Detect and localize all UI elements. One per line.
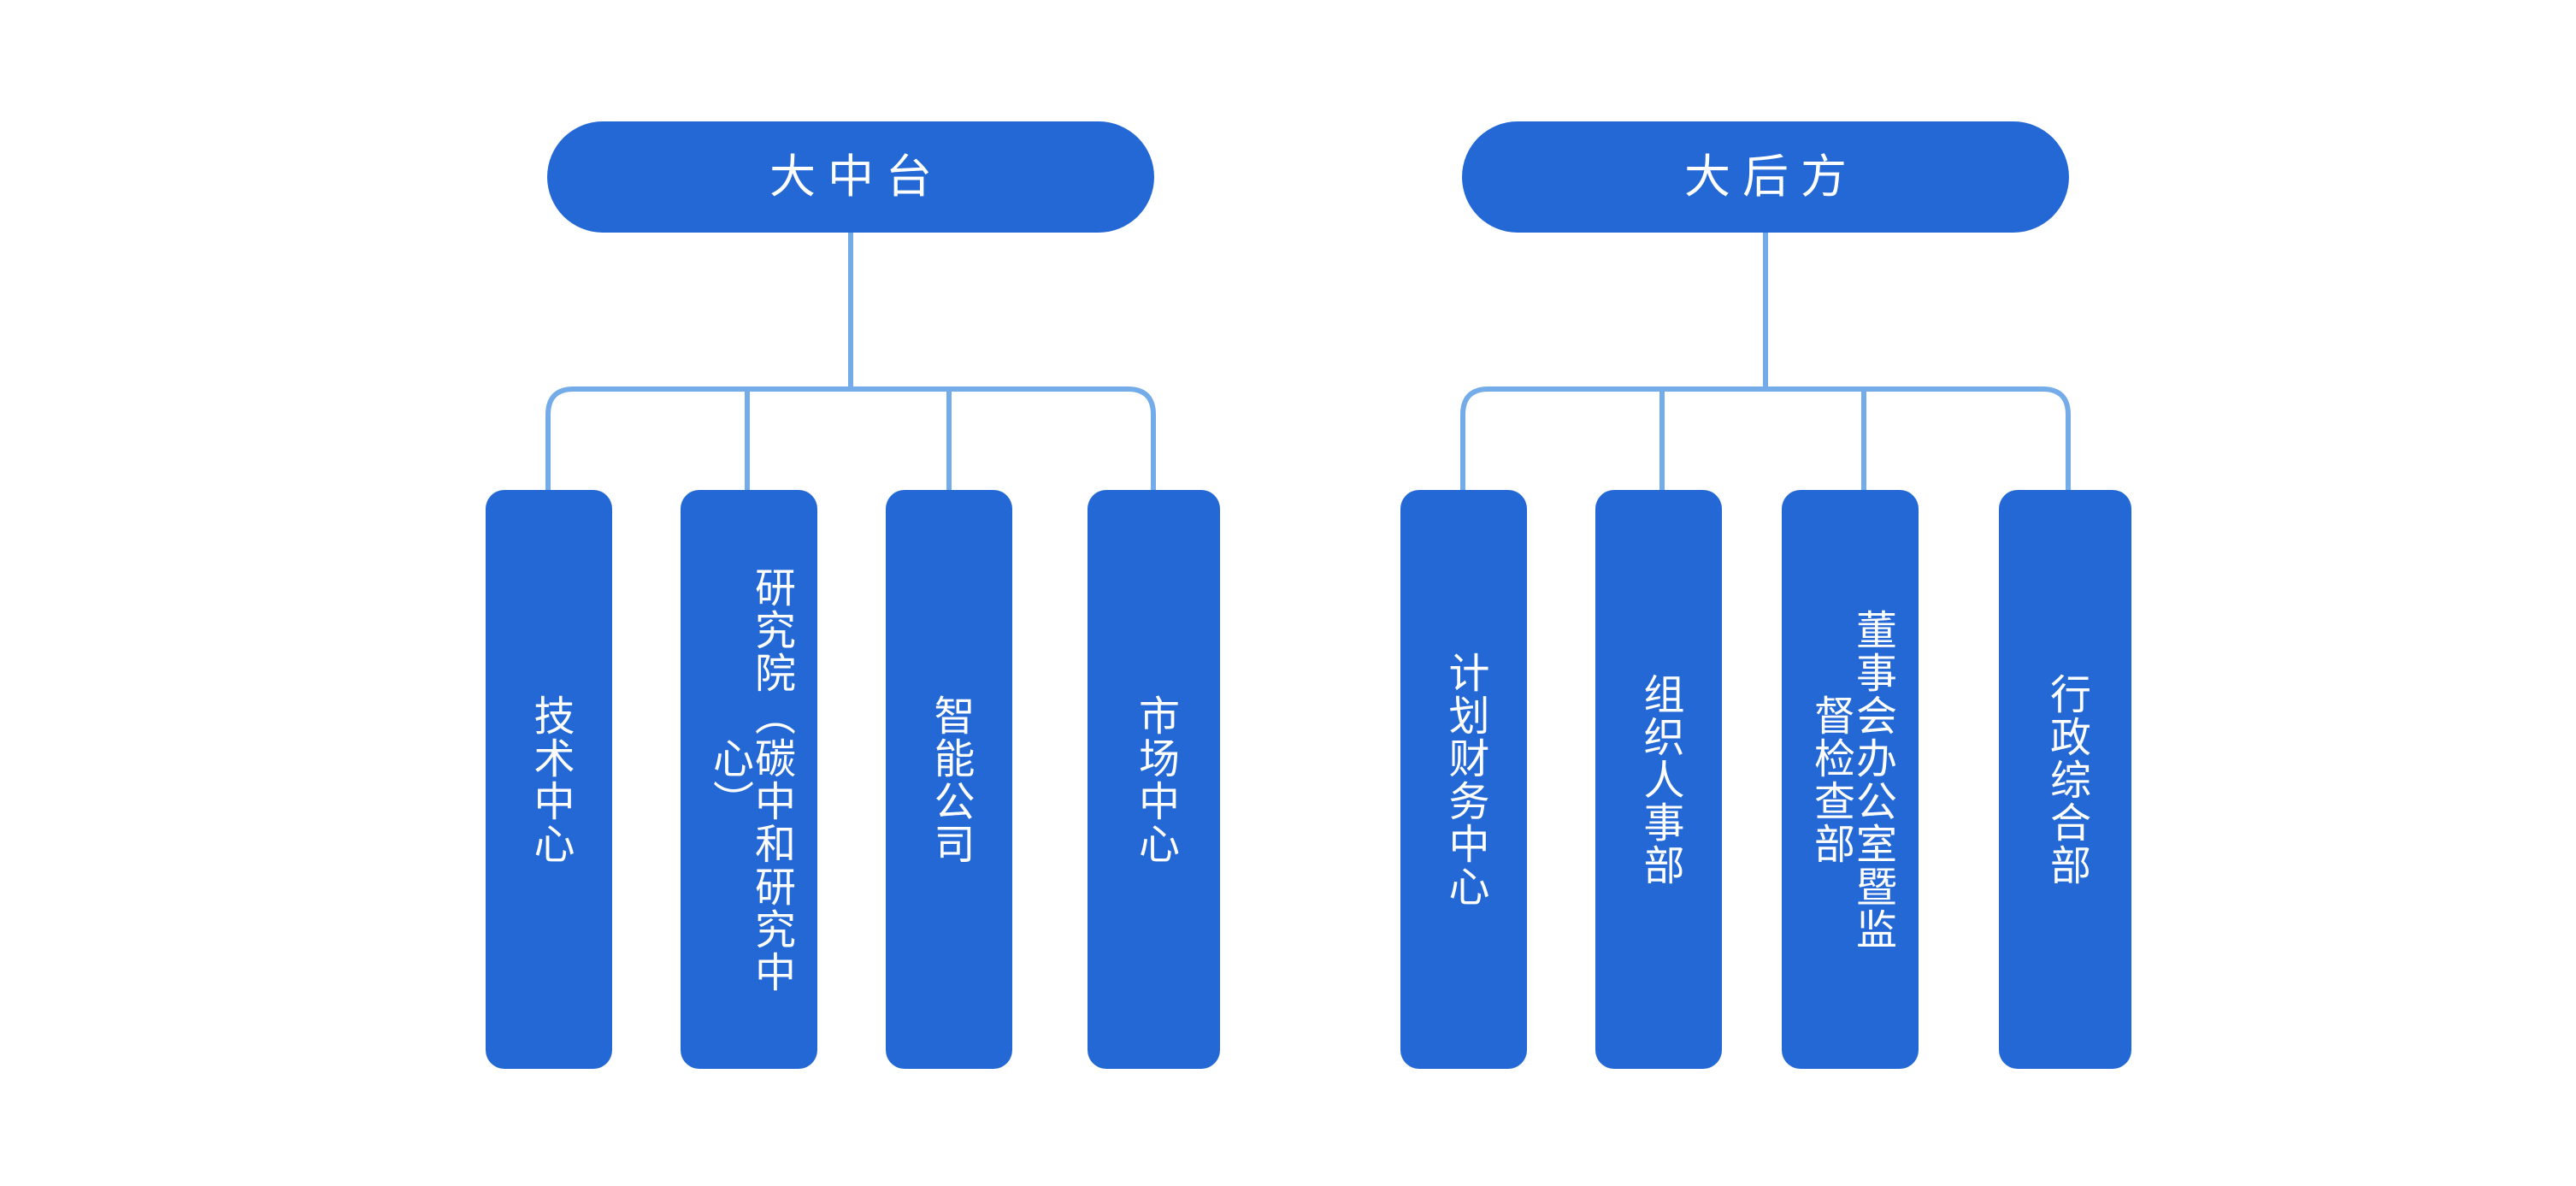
org-node-xingzheng-zonghe-bu[interactable]: 行政综合部	[1999, 490, 2131, 1069]
org-node-label: 研究院（碳中和研究中心）	[706, 565, 793, 994]
org-node-shichang-zhongxin[interactable]: 市场中心	[1088, 490, 1220, 1069]
connector-bus	[1460, 386, 2071, 490]
org-node-label: 组织人事部	[1636, 672, 1683, 887]
org-node-label: 董事会办公室暨监督检查部	[1807, 608, 1895, 951]
group-header-label: 大后方	[1684, 151, 1859, 203]
org-node-jishu-zhongxin[interactable]: 技术中心	[486, 490, 612, 1069]
group-header-zhongtai[interactable]: 大中台	[547, 121, 1154, 233]
org-group-zhongtai: 大中台 技术中心 研究院（碳中和研究中心） 智能公司 市场中心	[486, 121, 1220, 1069]
org-node-label: 行政综合部	[2043, 672, 2089, 887]
org-node-label: 智能公司	[927, 693, 973, 865]
connector-bus	[545, 386, 1156, 490]
org-node-label: 计划财务中心	[1441, 651, 1488, 908]
org-node-jihua-caiwu-zhongxin[interactable]: 计划财务中心	[1400, 490, 1527, 1069]
group-header-label: 大中台	[769, 151, 944, 203]
org-group-houfang: 大后方 计划财务中心 组织人事部 董事会办公室暨监督检查部 行政综合部	[1334, 0, 2576, 1186]
org-node-label: 技术中心	[527, 693, 573, 865]
group-header-houfang[interactable]: 大后方	[1462, 121, 2069, 233]
org-node-zhineng-gongsi[interactable]: 智能公司	[886, 490, 1012, 1069]
org-node-dongshihui-bangongshi[interactable]: 董事会办公室暨监督检查部	[1782, 490, 1919, 1069]
org-node-label: 市场中心	[1131, 693, 1177, 865]
org-node-yanjiuyuan[interactable]: 研究院（碳中和研究中心）	[681, 490, 817, 1069]
org-node-zuzhi-renshi-bu[interactable]: 组织人事部	[1595, 490, 1722, 1069]
